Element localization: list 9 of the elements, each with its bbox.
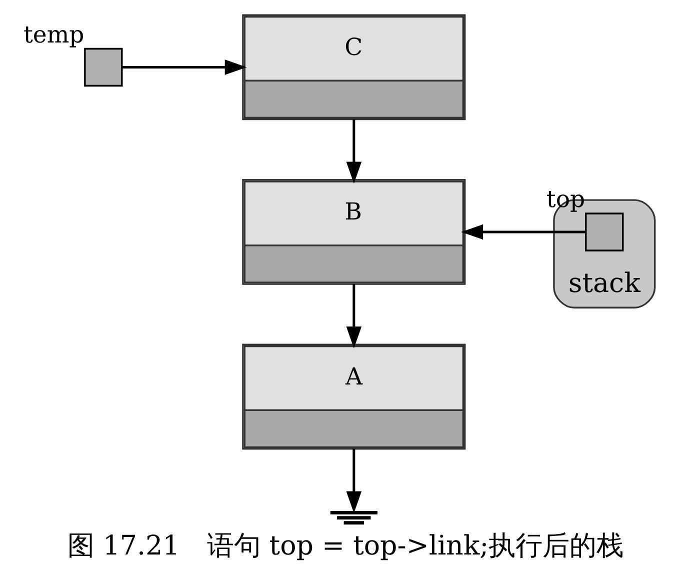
node-box [84, 48, 123, 87]
arrow [122, 60, 247, 75]
arrow [346, 284, 362, 348]
arrow [461, 224, 586, 240]
caption: 图 17.21 语句 top = top->link;执行后的栈 [67, 530, 624, 562]
node-label: temp [23, 20, 84, 48]
arrow [346, 119, 362, 184]
arrow [346, 448, 362, 514]
node-box [585, 212, 624, 252]
